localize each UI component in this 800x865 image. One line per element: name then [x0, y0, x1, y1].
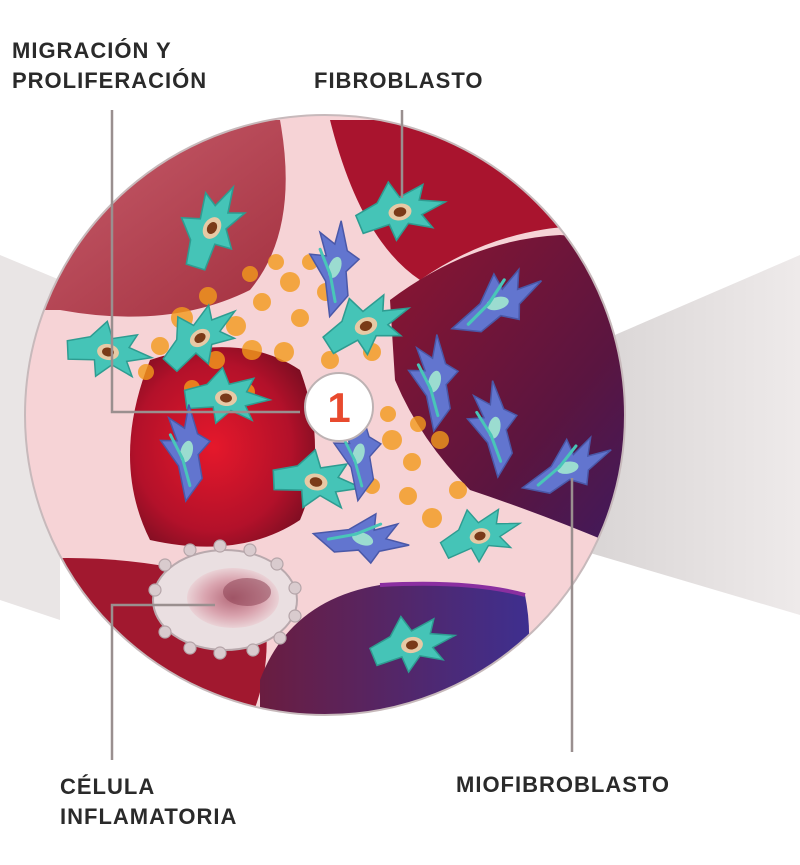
blood-vessel-top-left: [25, 120, 286, 317]
label-myofibroblast: MIOFIBROBLASTO: [456, 770, 670, 800]
leader-line-inflammatory: [110, 603, 215, 760]
label-inflammatory-cell: CÉLULA INFLAMATORIA: [60, 772, 237, 832]
label-inflammatory-line1: CÉLULA: [60, 774, 156, 799]
step-badge: 1: [304, 372, 374, 442]
label-inflammatory-line2: INFLAMATORIA: [60, 804, 238, 829]
growth-factor-particles: [138, 254, 467, 528]
leader-lines: [110, 110, 574, 760]
step-number: 1: [327, 384, 350, 431]
magnifier-beam-right: [580, 255, 800, 615]
magnifier-circle: [24, 114, 626, 716]
label-migration-line1: MIGRACIÓN Y: [12, 38, 172, 63]
inflammatory-cell: [148, 539, 302, 660]
leader-line-migration: [110, 110, 300, 414]
label-myofibroblast-text: MIOFIBROBLASTO: [456, 772, 671, 797]
label-migration-line2: PROLIFERACIÓN: [12, 68, 208, 93]
blood-vessel-center: [130, 347, 315, 547]
label-migration-proliferation: MIGRACIÓN Y PROLIFERACIÓN: [12, 36, 207, 96]
label-fibroblast-text: FIBROBLASTO: [314, 68, 484, 93]
label-fibroblast: FIBROBLASTO: [314, 66, 483, 96]
